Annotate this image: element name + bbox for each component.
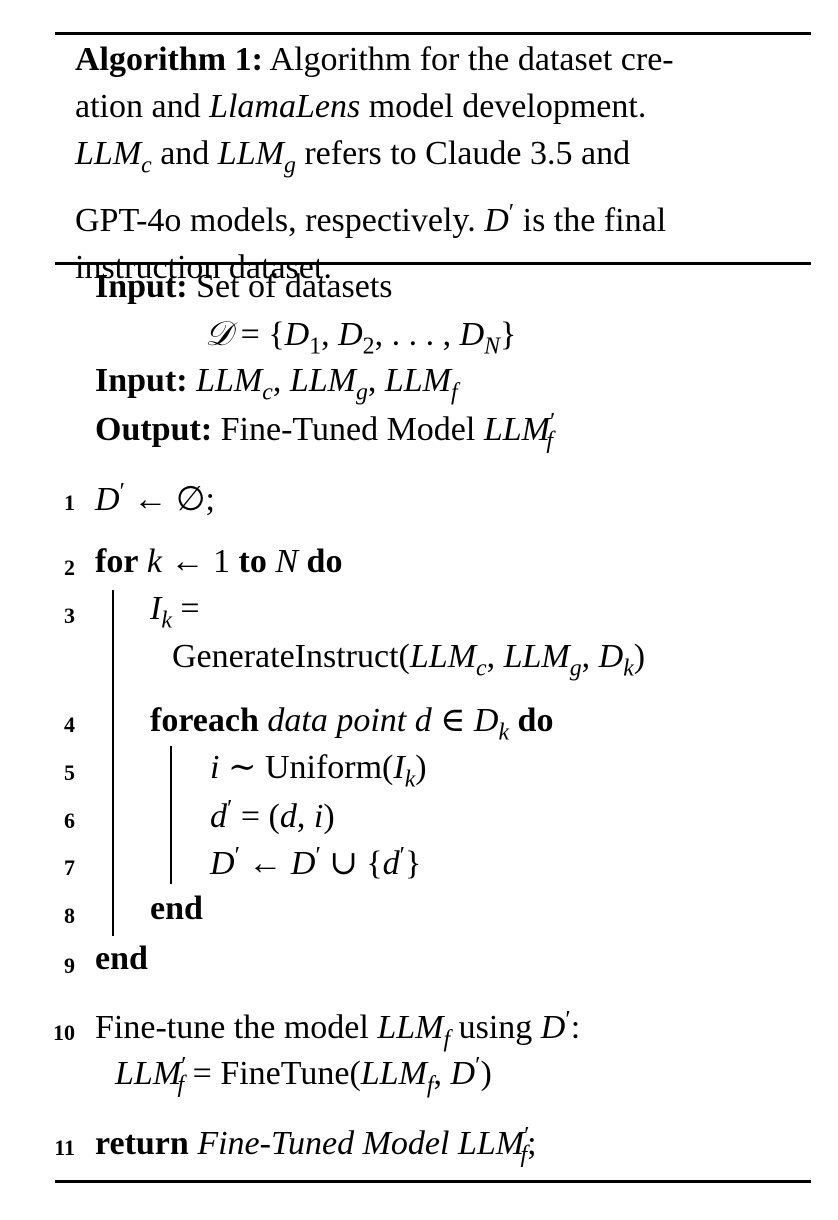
line-number: 11 bbox=[54, 1135, 75, 1160]
model-name: LlamaLens bbox=[209, 88, 361, 125]
line-number: 8 bbox=[64, 903, 75, 928]
input-models: Input: LLMc, LLMg, LLMf bbox=[95, 362, 458, 406]
algo-line-10a: Fine-tune the model LLMf using D′: bbox=[95, 1006, 581, 1053]
line-number: 1 bbox=[64, 490, 75, 515]
for-block-bar bbox=[112, 590, 114, 936]
caption-label: Algorithm 1: bbox=[75, 41, 263, 78]
line-number: 10 bbox=[53, 1020, 75, 1045]
algo-line-10b: LLM′f = FineTune(LLMf, D′) bbox=[115, 1052, 492, 1099]
line-number: 9 bbox=[64, 953, 75, 978]
line-number: 6 bbox=[64, 808, 75, 833]
dataset-set-formula: 𝒟 = {D1, D2, . . . , DN} bbox=[205, 314, 517, 360]
caption-line-3: LLMc and LLMg refers to Claude 3.5 and bbox=[75, 135, 631, 179]
algo-line-2: for k ← 1 to N do bbox=[95, 543, 343, 580]
algo-line-3a: Ik = bbox=[150, 590, 200, 634]
top-rule bbox=[55, 32, 811, 35]
algo-line-11: return Fine-Tuned Model LLM′f; bbox=[95, 1122, 537, 1169]
algo-line-3b: GenerateInstruct(LLMc, LLMg, Dk) bbox=[172, 638, 646, 682]
algo-line-5: i ∼ Uniform(Ik) bbox=[210, 749, 427, 793]
bottom-rule bbox=[55, 1180, 811, 1183]
line-number: 7 bbox=[64, 855, 75, 880]
algorithm-caption: Algorithm 1: Algorithm for the dataset c… bbox=[75, 36, 765, 291]
algo-line-6: d′ = (d, i) bbox=[210, 795, 335, 836]
output-model: Output: Fine-Tuned Model LLM′f bbox=[95, 408, 556, 455]
line-number: 4 bbox=[64, 712, 75, 737]
algo-line-4: foreach data point d ∈ Dk do bbox=[150, 702, 554, 746]
line-number: 5 bbox=[64, 760, 75, 785]
line-number: 2 bbox=[64, 555, 75, 580]
algo-line-7: D′ ← D′ ∪ {d′} bbox=[210, 842, 422, 883]
line-number: 3 bbox=[64, 603, 75, 628]
algo-line-9: end bbox=[95, 940, 148, 977]
caption-line-5: instruction dataset. bbox=[75, 249, 332, 287]
foreach-block-bar bbox=[170, 746, 172, 884]
caption-line-2: ation and LlamaLens model development. bbox=[75, 88, 647, 125]
caption-line-1: Algorithm 1: Algorithm for the dataset c… bbox=[75, 41, 674, 78]
algo-line-1: D′ ← ∅; bbox=[95, 478, 215, 519]
caption-line-4: GPT-4o models, respectively. D′ is the f… bbox=[75, 199, 667, 240]
algo-line-8: end bbox=[150, 890, 203, 927]
header-rule bbox=[55, 262, 811, 265]
input-datasets: Input: Set of datasets bbox=[95, 268, 393, 305]
